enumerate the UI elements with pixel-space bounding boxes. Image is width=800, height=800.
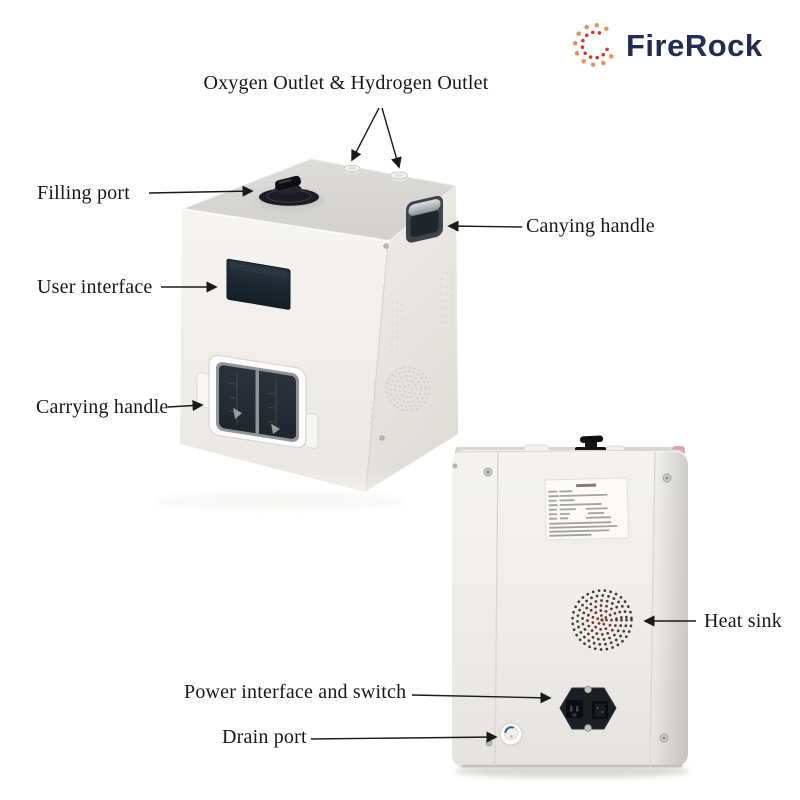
front-view <box>145 158 458 528</box>
arrow-filling-port <box>148 185 254 197</box>
screw <box>483 467 493 477</box>
logo-outer-dots <box>573 23 614 67</box>
label-heat-sink: Heat sink <box>704 610 782 632</box>
firerock-dots-icon <box>573 23 614 67</box>
arrow-canying-handle <box>447 220 523 232</box>
screw <box>485 739 493 747</box>
arrow-outlet-left <box>351 107 380 162</box>
rear-seam-right <box>649 451 656 767</box>
label-drain-port: Drain port <box>222 726 307 748</box>
arrow-outlet-right <box>381 107 402 169</box>
back-view <box>452 435 690 778</box>
seam-screw <box>383 243 389 249</box>
rear-panel <box>452 450 688 768</box>
oxygen-outlet <box>343 164 361 175</box>
power-module <box>559 685 617 732</box>
screw <box>659 733 669 743</box>
handle-tab-right <box>304 412 319 449</box>
heat-sink-vent <box>571 589 633 651</box>
logo-inner-dots <box>580 30 609 60</box>
edge-screw <box>452 463 458 469</box>
screw <box>662 473 672 483</box>
side-handle <box>406 195 443 243</box>
annotation-arrows <box>148 107 696 743</box>
spec-sticker-lines <box>548 490 618 537</box>
drain-port-fitting <box>499 722 524 746</box>
machine-front-face <box>180 209 389 492</box>
rear-seam-left <box>494 451 499 767</box>
label-filling-port: Filling port <box>37 182 130 204</box>
display-screen <box>226 258 291 310</box>
rear-panel-right-shade <box>652 452 688 766</box>
side-vent-dots <box>370 271 453 446</box>
label-canying-handle: Canying handle <box>526 215 655 237</box>
brand-name: FireRock <box>626 27 763 63</box>
top-left-bevel <box>181 158 311 210</box>
screw <box>584 685 592 694</box>
side-vent-holes <box>385 366 431 412</box>
gauge-pointer <box>233 407 242 420</box>
front-side-seam <box>365 242 389 491</box>
label-carrying-handle: Carrying handle <box>36 396 169 418</box>
label-power-interface: Power interface and switch <box>184 681 407 703</box>
machine-side-face <box>365 186 458 492</box>
arrow-carrying-handle <box>167 399 204 412</box>
label-oxygen-hydrogen-outlet: Oxygen Outlet & Hydrogen Outlet <box>203 72 489 94</box>
spec-sticker <box>544 477 630 541</box>
gauge-pointer <box>271 423 280 434</box>
screw <box>584 724 592 732</box>
handle-tab-left <box>196 372 211 409</box>
arrow-drain-port <box>310 731 498 743</box>
front-window <box>196 354 319 449</box>
label-user-interface: User interface <box>37 276 153 298</box>
brand-logo: FireRock <box>570 20 763 70</box>
photo-fade <box>145 468 410 528</box>
hydrogen-outlet <box>390 171 408 182</box>
filling-port-cap <box>257 175 323 210</box>
top-front-bevel <box>181 208 390 242</box>
top-back-bevel <box>309 158 457 187</box>
seam-screw <box>379 435 385 441</box>
arrow-power-interface <box>411 692 552 704</box>
power-socket <box>566 700 583 718</box>
rear-top-edge <box>457 449 683 453</box>
